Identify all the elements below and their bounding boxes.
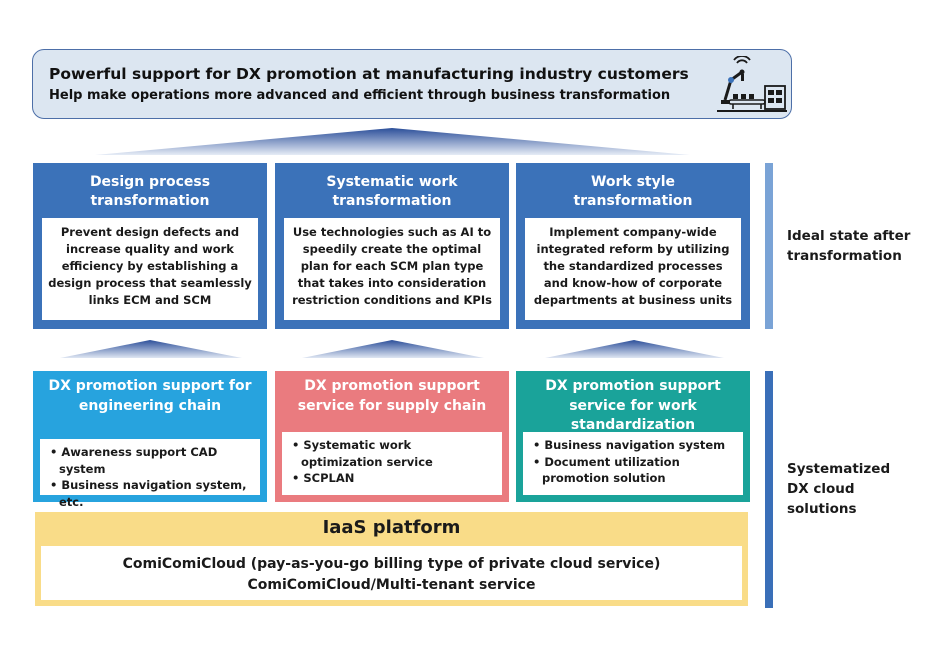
card-title: Work style transformation — [516, 173, 750, 211]
card-items: • Awareness support CAD system • Busines… — [40, 439, 260, 509]
desc-line: efficiency by establishing a — [61, 259, 239, 273]
desc-line: increase quality and work — [66, 242, 234, 256]
iaas-line: ComiComiCloud/Multi-tenant service — [247, 577, 536, 593]
list-item: • SCPLAN — [292, 471, 355, 485]
desc-line: integrated reform by utilizing — [536, 242, 730, 256]
desc-line: departments at business units — [533, 293, 733, 307]
card-title-line: Systematic work — [326, 174, 458, 190]
iaas-description: ComiComiCloud (pay-as-you-go billing typ… — [41, 546, 742, 600]
design-process-card: Design process transformation Prevent de… — [33, 163, 267, 329]
upward-arrow-2 — [302, 340, 484, 358]
card-description: Prevent design defects and increase qual… — [42, 218, 258, 320]
list-item: • Document utilization promotion solutio… — [533, 454, 680, 486]
ideal-state-bar — [765, 163, 773, 329]
ideal-state-label: Ideal state after transformation — [787, 226, 910, 266]
card-title-line: service for work — [569, 397, 697, 414]
upward-arrow-1 — [60, 340, 242, 358]
desc-line: design process that seamlessly — [48, 276, 252, 290]
card-title-line: standardization — [570, 417, 696, 433]
list-item: • Awareness support CAD system — [50, 445, 218, 476]
card-title-line: DX promotion support — [304, 378, 480, 394]
banner-subline: Help make operations more advanced and e… — [49, 88, 671, 103]
label-line: Systematized — [787, 461, 891, 477]
desc-line: that takes into consideration — [297, 276, 487, 290]
card-description: Implement company-wide integrated reform… — [525, 218, 741, 320]
card-title: DX promotion support service for work st… — [516, 377, 750, 436]
list-item: • Business navigation system, etc. — [50, 478, 247, 509]
top-banner: Powerful support for DX promotion at man… — [32, 49, 792, 119]
systematic-work-card: Systematic work transformation Use techn… — [275, 163, 509, 329]
upward-arrow-3 — [545, 340, 724, 358]
card-items: • Business navigation system • Document … — [523, 432, 743, 495]
label-line: solutions — [787, 501, 857, 517]
card-description: Use technologies such as AI to speedily … — [284, 218, 500, 320]
label-line: Ideal state after — [787, 228, 911, 244]
list-item: • Business navigation system — [533, 438, 726, 452]
card-title: DX promotion support for engineering cha… — [33, 377, 267, 416]
iaas-line: ComiComiCloud (pay-as-you-go billing typ… — [122, 556, 661, 572]
supply-chain-card: DX promotion support service for supply … — [275, 371, 509, 502]
card-items: • Systematic work optimization service •… — [282, 432, 502, 495]
solutions-bar — [765, 371, 773, 608]
card-title: Design process transformation — [33, 173, 267, 211]
card-title-line: engineering chain — [78, 397, 222, 414]
desc-line: and know-how of corporate — [543, 276, 723, 290]
upward-arrow-large — [95, 128, 690, 155]
desc-line: the standardized processes — [543, 259, 723, 273]
card-title-line: transformation — [90, 193, 210, 209]
desc-line: plan for each SCM plan type — [300, 259, 484, 273]
desc-line: Implement company-wide — [549, 225, 717, 239]
card-title-line: DX promotion support for — [48, 378, 252, 394]
desc-line: speedily create the optimal — [302, 242, 482, 256]
solutions-label: Systematized DX cloud solutions — [787, 459, 890, 519]
card-title: Systematic work transformation — [275, 173, 509, 211]
card-title-line: Design process — [89, 174, 211, 190]
label-line: DX cloud — [787, 481, 855, 497]
card-title: DX promotion support service for supply … — [275, 377, 509, 416]
iaas-platform-box: IaaS platform ComiComiCloud (pay-as-you-… — [35, 512, 748, 606]
card-title-line: transformation — [332, 193, 452, 209]
work-standardization-card: DX promotion support service for work st… — [516, 371, 750, 502]
desc-line: links ECM and SCM — [88, 293, 212, 307]
card-title-line: DX promotion support — [545, 378, 721, 394]
desc-line: restriction conditions and KPIs — [292, 293, 492, 307]
engineering-chain-card: DX promotion support for engineering cha… — [33, 371, 267, 509]
desc-line: Use technologies such as AI to — [292, 225, 492, 239]
iaas-title: IaaS platform — [322, 517, 461, 538]
desc-line: Prevent design defects and — [60, 225, 240, 239]
work-style-card: Work style transformation Implement comp… — [516, 163, 750, 329]
list-item: • Systematic work optimization service — [292, 438, 433, 469]
card-title-line: transformation — [573, 193, 693, 209]
factory-robot-arm-icon — [717, 56, 787, 112]
banner-headline: Powerful support for DX promotion at man… — [49, 65, 689, 83]
label-line: transformation — [787, 248, 902, 264]
card-title-line: Work style — [590, 174, 676, 190]
card-title-line: service for supply chain — [297, 397, 487, 414]
